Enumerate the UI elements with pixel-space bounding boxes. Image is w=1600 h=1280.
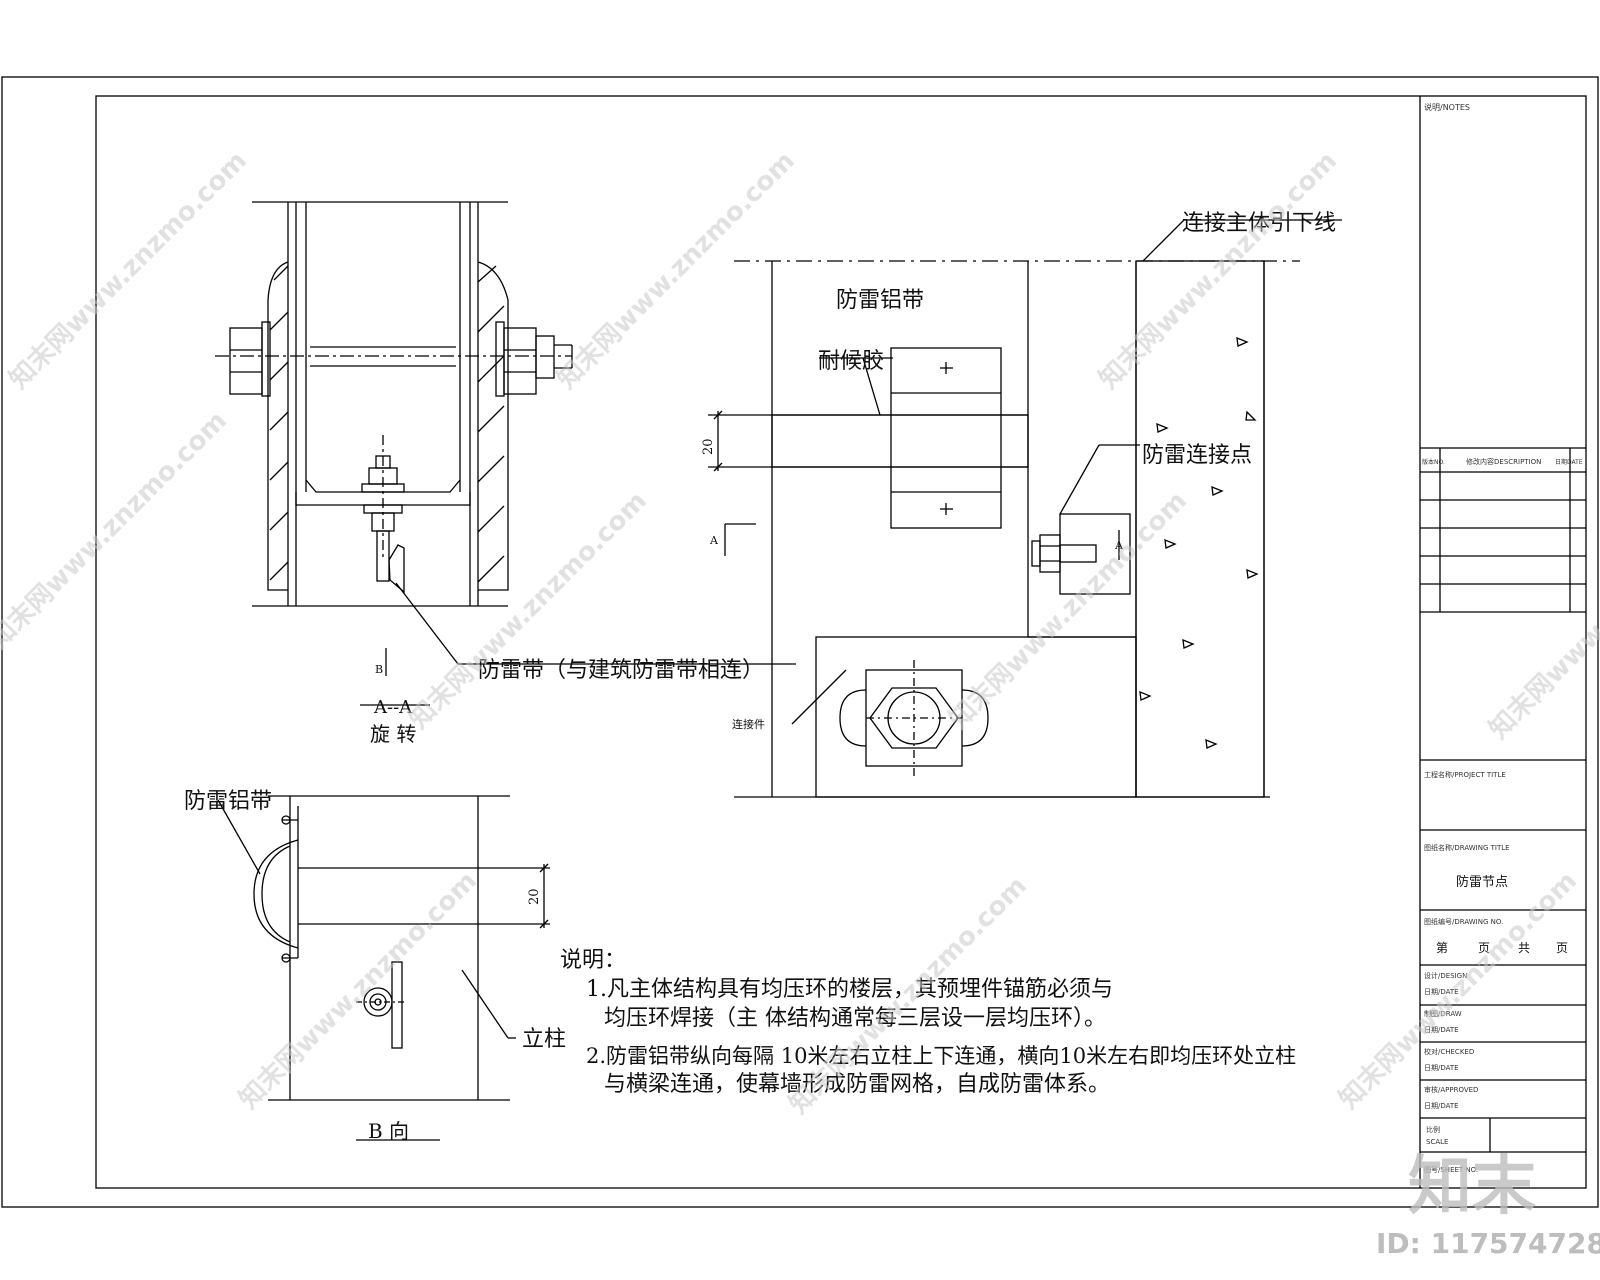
watermark-text: 知末网www.znzmo.com [1094, 146, 1343, 395]
label-dim-20-main: 20 [701, 438, 716, 455]
label-main-downlead: 连接主体引下线 [1182, 211, 1336, 236]
label-al-strip-main: 防雷铝带 [836, 288, 924, 313]
rev-header-no: 版本NO. [1422, 458, 1445, 466]
sheet-border [1, 76, 1599, 1208]
drawing-title: 防雷节点 [1456, 874, 1508, 890]
draw-label: 制图/DRAW [1424, 1009, 1462, 1018]
label-al-strip-b: 防雷铝带 [184, 789, 272, 814]
design-date: 日期/DATE [1424, 988, 1459, 996]
check-label: 校对/CHECKED [1424, 1047, 1474, 1056]
approve-date: 日期/DATE [1424, 1102, 1459, 1110]
notes-line-2: 均压环焊接（主 体结构通常每三层设一层均压环）。 [604, 1006, 1106, 1031]
label-b-marker: B [375, 663, 383, 676]
label-section-aa: A--A [373, 697, 413, 718]
notes-line-4: 与横梁连通，使幕墙形成防雷网格，自成防雷体系。 [604, 1072, 1110, 1097]
page-char-3: 共 [1518, 941, 1530, 955]
label-connect-point: 防雷连接点 [1142, 443, 1252, 468]
label-rotate: 旋 转 [370, 722, 416, 746]
main-connection-view [708, 219, 1342, 798]
scale-label: 比例 [1426, 1125, 1440, 1134]
watermark-text: 知末网www.znzmo.com [4, 146, 253, 395]
watermark-text: 知末网www.znzmo.com [1484, 496, 1600, 745]
rev-header-desc: 修改内容DESCRIPTION [1466, 457, 1541, 466]
design-label: 设计/DESIGN [1424, 971, 1467, 980]
watermark-text: 知末网www.znzmo.com [552, 146, 801, 395]
watermark-text: 知末网www.znzmo.com [234, 866, 483, 1115]
label-a-marker-right: A [1114, 539, 1124, 552]
label-dim-20-b: 20 [527, 888, 542, 905]
notes-heading: 说明： [560, 948, 626, 973]
scale-en: SCALE [1426, 1138, 1448, 1146]
label-sealant: 耐候胶 [818, 349, 884, 374]
label-column: 立柱 [522, 1027, 566, 1052]
watermark-layer: 知末网www.znzmo.com 知末网www.znzmo.com 知末网www… [0, 146, 1600, 1120]
rev-header-date: 日期DATE [1555, 458, 1583, 466]
draw-date: 日期/DATE [1424, 1026, 1459, 1034]
label-a-marker-left: A [709, 534, 719, 547]
page-char-1: 第 [1436, 941, 1448, 955]
brand-logo: 知末 [1408, 1150, 1536, 1224]
watermark-text: 知末网www.znzmo.com [1334, 866, 1583, 1115]
sheet-label: 图号/SHEET NO. [1424, 1166, 1478, 1174]
label-connector: 连接件 [732, 718, 765, 731]
b-direction-view [217, 795, 550, 1141]
label-b-view: B 向 [368, 1119, 409, 1143]
page-char-2: 页 [1478, 941, 1490, 955]
section-aa-view [215, 201, 796, 706]
watermark-text: 知末网www.znzmo.com [404, 486, 653, 735]
notes-block: 说明： 1.凡主体结构具有均压环的楼层，其预埋件锚筋必须与 均压环焊接（主 体结… [560, 948, 1296, 1097]
check-date: 日期/DATE [1424, 1064, 1459, 1072]
watermark-text: 知末网www.znzmo.com [944, 486, 1193, 735]
watermark-text: 知末网www.znzmo.com [0, 406, 233, 655]
drawing-no-label: 图纸编号/DRAWING NO. [1424, 917, 1503, 926]
image-id: ID: 1175747281 [1376, 1227, 1600, 1260]
title-block [1419, 96, 1586, 1188]
notes-line-3: 2.防雷铝带纵向每隔 10米左右立柱上下连通，横向10米左右即均压环处立柱 [586, 1044, 1296, 1068]
drawing-title-label: 图纸名称/DRAWING TITLE [1424, 843, 1510, 852]
notes-header: 说明/NOTES [1424, 102, 1470, 112]
label-lightning-strip: 防雷带（与建筑防雷带相连） [478, 658, 764, 683]
page-char-4: 页 [1556, 941, 1568, 955]
project-label: 工程名称/PROJECT TITLE [1424, 770, 1506, 779]
approve-label: 审核/APPROVED [1424, 1085, 1478, 1094]
notes-line-1: 1.凡主体结构具有均压环的楼层，其预埋件锚筋必须与 [586, 977, 1113, 1002]
